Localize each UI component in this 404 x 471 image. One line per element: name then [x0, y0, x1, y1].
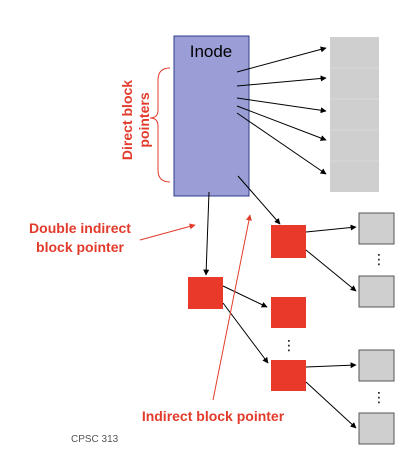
course-footer: CPSC 313	[71, 434, 119, 445]
data-block	[358, 412, 395, 445]
second-level-block	[271, 360, 306, 391]
second-to-data-arrow	[305, 362, 357, 369]
direct-data-block	[330, 68, 379, 99]
double-indirect-label-pointer	[139, 223, 196, 241]
direct-pointers-brace	[149, 67, 171, 183]
indirect-arrow	[237, 175, 281, 225]
double-indirect-arrow	[203, 191, 210, 276]
inode-label: Inode	[190, 42, 233, 61]
data-block	[358, 275, 395, 308]
double-to-indirect-arrow	[222, 285, 268, 308]
double-to-indirect-arrow	[222, 302, 269, 364]
direct-pointers-label-line2: pointers	[136, 92, 152, 147]
indirect-to-data-arrow	[305, 224, 357, 233]
indirect-block	[271, 225, 306, 258]
data-block	[358, 212, 395, 245]
direct-pointers-label-line1: Direct block	[119, 80, 135, 160]
indirect-to-data-arrow	[305, 249, 357, 292]
second-to-data-arrow	[305, 381, 357, 429]
double-indirect-label-line2: block pointer	[36, 239, 124, 255]
double-indirect-label-line1: Double indirect	[29, 220, 131, 236]
indirect-label: Indirect block pointer	[142, 408, 285, 424]
direct-data-block	[330, 37, 379, 68]
data-block	[358, 349, 395, 382]
direct-pointer-arrows	[236, 46, 327, 175]
ellipsis: ⋮	[372, 390, 386, 406]
ellipsis: ⋮	[282, 338, 296, 354]
direct-data-block	[330, 161, 379, 192]
indirect-label-pointer	[212, 214, 252, 401]
inode-box	[173, 35, 250, 197]
direct-data-block	[330, 99, 379, 130]
ellipsis: ⋮	[372, 252, 386, 268]
direct-data-blocks	[330, 37, 379, 192]
second-level-block	[271, 297, 306, 328]
direct-data-block	[330, 130, 379, 161]
double-indirect-block	[188, 277, 223, 309]
